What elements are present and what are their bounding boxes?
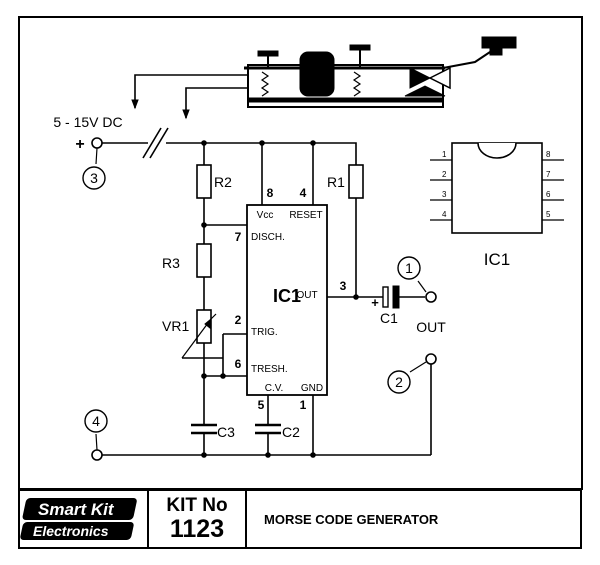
kit-label: KIT No <box>166 495 228 516</box>
r2-label: R2 <box>214 174 232 190</box>
package-pin-left-3: 3 <box>442 190 447 199</box>
terminal-1-number: 1 <box>405 260 413 276</box>
resistor-r2 <box>196 164 212 199</box>
c2-label: C2 <box>282 424 300 440</box>
vr1-label: VR1 <box>162 318 189 334</box>
supply-label: 5 - 15V DC <box>53 114 122 130</box>
pin-gnd-label: GND <box>301 383 323 394</box>
output-terminal-1 <box>425 291 437 303</box>
pin-trig-label: TRIG. <box>251 327 278 338</box>
ground-terminal <box>91 449 103 461</box>
r3-label: R3 <box>162 255 180 271</box>
r1-label: R1 <box>327 174 345 190</box>
package-pin-right-7: 7 <box>546 170 551 179</box>
terminal-4-marker <box>84 409 108 433</box>
title-block: Smart Kit Electronics KIT No 1123 MORSE … <box>18 489 582 549</box>
pin-out-label: OUT <box>296 290 317 301</box>
pin-3-number: 3 <box>340 279 347 293</box>
terminal-2-marker <box>387 370 411 394</box>
ic1-label: IC1 <box>273 286 301 306</box>
pin-8-number: 8 <box>267 186 274 200</box>
terminal-3-marker <box>82 166 106 190</box>
morse-key <box>244 36 517 108</box>
terminal-2-number: 2 <box>395 374 403 390</box>
c3-label: C3 <box>217 424 235 440</box>
output-label: OUT <box>416 319 446 335</box>
pin-7-number: 7 <box>235 230 242 244</box>
package-pin-right-8: 8 <box>546 150 551 159</box>
output-terminal-2 <box>425 353 437 365</box>
brand-logo: Smart Kit Electronics <box>20 491 149 547</box>
brand-line-1: Smart Kit <box>38 500 115 519</box>
ic1-package: 1 2 3 4 8 7 6 5 <box>430 142 564 234</box>
brand-line-2: Electronics <box>33 523 109 539</box>
kit-number: 1123 <box>169 515 225 543</box>
package-pin-right-5: 5 <box>546 210 551 219</box>
pin-4-number: 4 <box>300 186 307 200</box>
kit-number-block: KIT No 1123 <box>149 491 247 547</box>
pin-reset-label: RESET <box>289 210 322 221</box>
pin-2-number: 2 <box>235 313 242 327</box>
package-label: IC1 <box>484 250 510 269</box>
package-pin-left-2: 2 <box>442 170 447 179</box>
pin-tresh-label: TRESH. <box>251 364 288 375</box>
supply-polarity: + <box>75 136 84 153</box>
schematic-diagram: 5 - 15V DC + 3 R2 R3 VR1 R1 8 4 Vcc RESE… <box>18 16 583 490</box>
c1-polarity: + <box>371 295 379 310</box>
pin-1-number: 1 <box>300 398 307 412</box>
capacitor-c1 <box>382 286 389 308</box>
supply-terminal <box>91 137 103 149</box>
pin-6-number: 6 <box>235 357 242 371</box>
package-pin-right-6: 6 <box>546 190 551 199</box>
c1-label: C1 <box>380 310 398 326</box>
resistor-r1 <box>348 164 364 199</box>
terminal-4-number: 4 <box>92 413 100 429</box>
pin-cv-label: C.V. <box>265 383 284 394</box>
package-pin-left-4: 4 <box>442 210 447 219</box>
terminal-3-number: 3 <box>90 170 98 186</box>
ic1-body <box>246 204 328 396</box>
package-pin-left-1: 1 <box>442 150 447 159</box>
resistor-r3 <box>196 243 212 278</box>
pin-disch-label: DISCH. <box>251 232 285 243</box>
pin-5-number: 5 <box>258 398 265 412</box>
kit-title: MORSE CODE GENERATOR <box>264 511 439 527</box>
pin-vcc-label: Vcc <box>257 210 274 221</box>
terminal-1-marker <box>397 256 421 280</box>
